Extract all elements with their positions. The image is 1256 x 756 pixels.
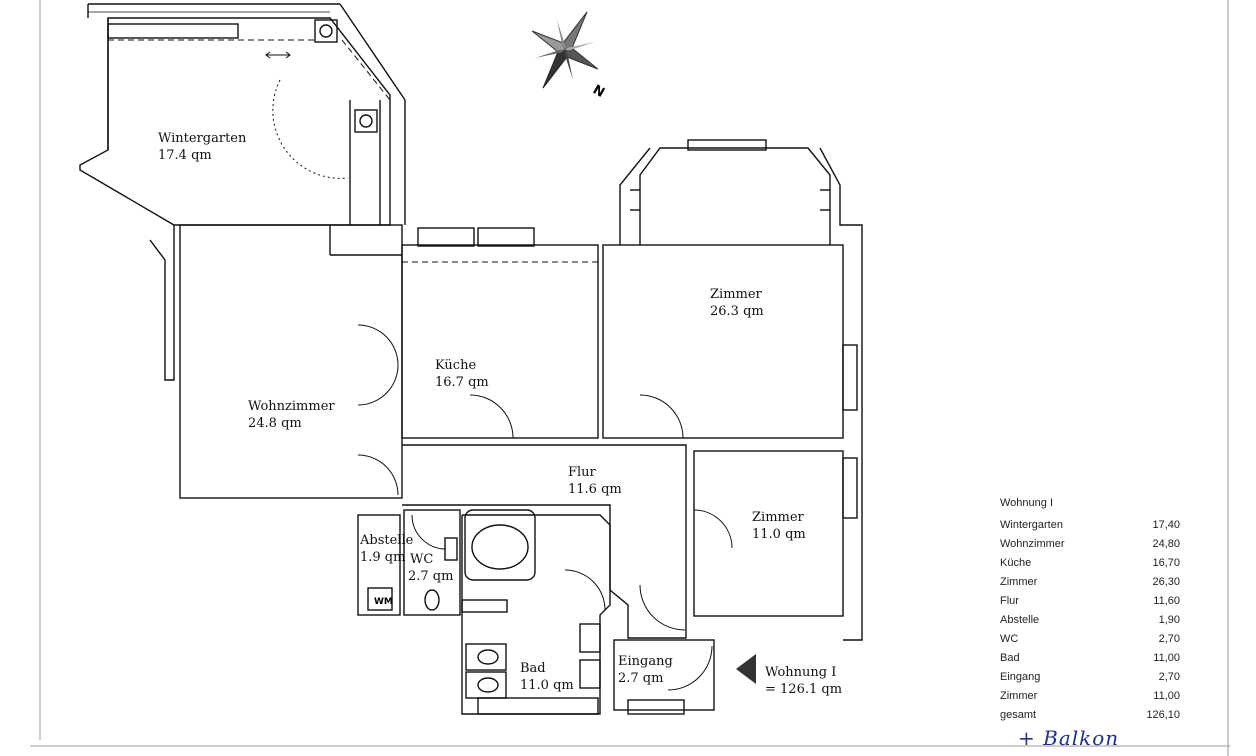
eingang-outline: [613, 639, 715, 711]
room-name-zimmer-small: Zimmer: [752, 510, 805, 525]
room-name-wc: WC: [410, 552, 433, 567]
room-area-flur: 11.6 qm: [568, 482, 622, 497]
room-name-zimmer-large: Zimmer: [710, 287, 763, 302]
zimmer-large-outline: [602, 244, 844, 439]
legend-room-name: Küche: [1000, 557, 1032, 569]
legend-room-value: 11,00: [1153, 652, 1180, 664]
legend-title: Wohnung I: [1000, 497, 1054, 509]
legend-room-name: Zimmer: [1000, 576, 1038, 588]
legend-room-name: Eingang: [1000, 671, 1041, 683]
room-name-wintergarten: Wintergarten: [158, 131, 247, 146]
wintergarten-window: [107, 23, 239, 39]
legend-room-name: gesamt: [1000, 709, 1037, 721]
dashed-lines: [108, 39, 830, 263]
entrance-total: = 126.1 qm: [765, 682, 842, 697]
room-name-abstelle: Abstelle: [359, 533, 414, 548]
entrance-label: Wohnung I: [765, 665, 836, 680]
compass-rose-icon: [531, 11, 599, 89]
legend-row: Zimmer 26,30: [1000, 573, 1180, 592]
entrance-arrow-icon: [736, 654, 756, 684]
room-area-zimmer-small: 11.0 qm: [752, 527, 806, 542]
legend-room-name: WC: [1000, 633, 1019, 645]
legend-room-value: 26,30: [1152, 576, 1180, 588]
room-name-bad: Bad: [520, 661, 546, 676]
legend-room-name: Bad: [1000, 652, 1020, 664]
page-border: [30, 0, 1230, 756]
abstelle-outline: [357, 514, 401, 616]
wohnzimmer-outline: [179, 224, 403, 499]
legend-room-value: 2,70: [1158, 671, 1180, 683]
legend-room-value: 17,40: [1152, 519, 1180, 531]
room-name-wohnzimmer: Wohnzimmer: [248, 399, 335, 414]
legend-room-name: Flur: [1000, 595, 1019, 607]
flur-outline: [402, 444, 687, 639]
legend-row: WC 2,70: [1000, 630, 1180, 649]
legend-room-value: 126,10: [1146, 709, 1180, 721]
walls: [79, 3, 863, 715]
handwritten-note: + Balkon: [1018, 726, 1120, 750]
room-area-eingang: 2.7 qm: [618, 671, 663, 686]
legend-row: gesamt 126,10: [1000, 706, 1180, 725]
wc-outline: [403, 509, 461, 616]
legend-room-value: 2,70: [1158, 633, 1180, 645]
wintergarten-pillar-side: [354, 109, 378, 133]
legend-row: Flur 11,60: [1000, 592, 1180, 611]
wintergarten-door-swing: [272, 79, 349, 179]
room-labels: Wintergarten 17.4 qm Wohnzimmer 24.8 qm …: [158, 131, 806, 693]
kueche-outline: [401, 244, 599, 439]
legend-room-name: Wintergarten: [1000, 519, 1063, 531]
room-area-zimmer-large: 26.3 qm: [710, 304, 764, 319]
legend-room-name: Abstelle: [1000, 614, 1040, 626]
room-area-abstelle: 1.9 qm: [360, 550, 405, 565]
legend-row: Zimmer 11,00: [1000, 687, 1180, 706]
door-swings: [357, 324, 733, 691]
legend-row: Wintergarten 17,40: [1000, 516, 1180, 535]
legend-room-value: 24,80: [1152, 538, 1180, 550]
legend-row: Küche 16,70: [1000, 554, 1180, 573]
compass-north-letter: N: [590, 82, 607, 100]
legend-room-value: 16,70: [1152, 557, 1180, 569]
legend-row: Wohnzimmer 24,80: [1000, 535, 1180, 554]
legend-room-name: Zimmer: [1000, 690, 1038, 702]
room-name-flur: Flur: [568, 465, 597, 480]
legend-room-value: 1,90: [1158, 614, 1180, 626]
legend-room-value: 11,60: [1153, 595, 1180, 607]
legend-row: Eingang 2,70: [1000, 668, 1180, 687]
room-name-eingang: Eingang: [618, 654, 673, 669]
legend-row: Abstelle 1,90: [1000, 611, 1180, 630]
room-area-bad: 11.0 qm: [520, 678, 574, 693]
legend-room-name: Wohnzimmer: [1000, 538, 1065, 550]
zimmer-small-outline: [693, 450, 844, 617]
room-area-wc: 2.7 qm: [408, 569, 453, 584]
room-area-wintergarten: 17.4 qm: [158, 148, 212, 163]
double-arrow-icon: [265, 51, 291, 59]
legend-room-value: 11,00: [1153, 690, 1180, 702]
room-area-wohnzimmer: 24.8 qm: [248, 416, 302, 431]
room-name-kueche: Küche: [435, 358, 476, 373]
wintergarten-outline: [79, 17, 391, 226]
room-area-kueche: 16.7 qm: [435, 375, 489, 390]
wintergarten-pillar-top: [314, 19, 338, 43]
legend-row: Bad 11,00: [1000, 649, 1180, 668]
washing-machine-label: WM: [374, 597, 393, 607]
